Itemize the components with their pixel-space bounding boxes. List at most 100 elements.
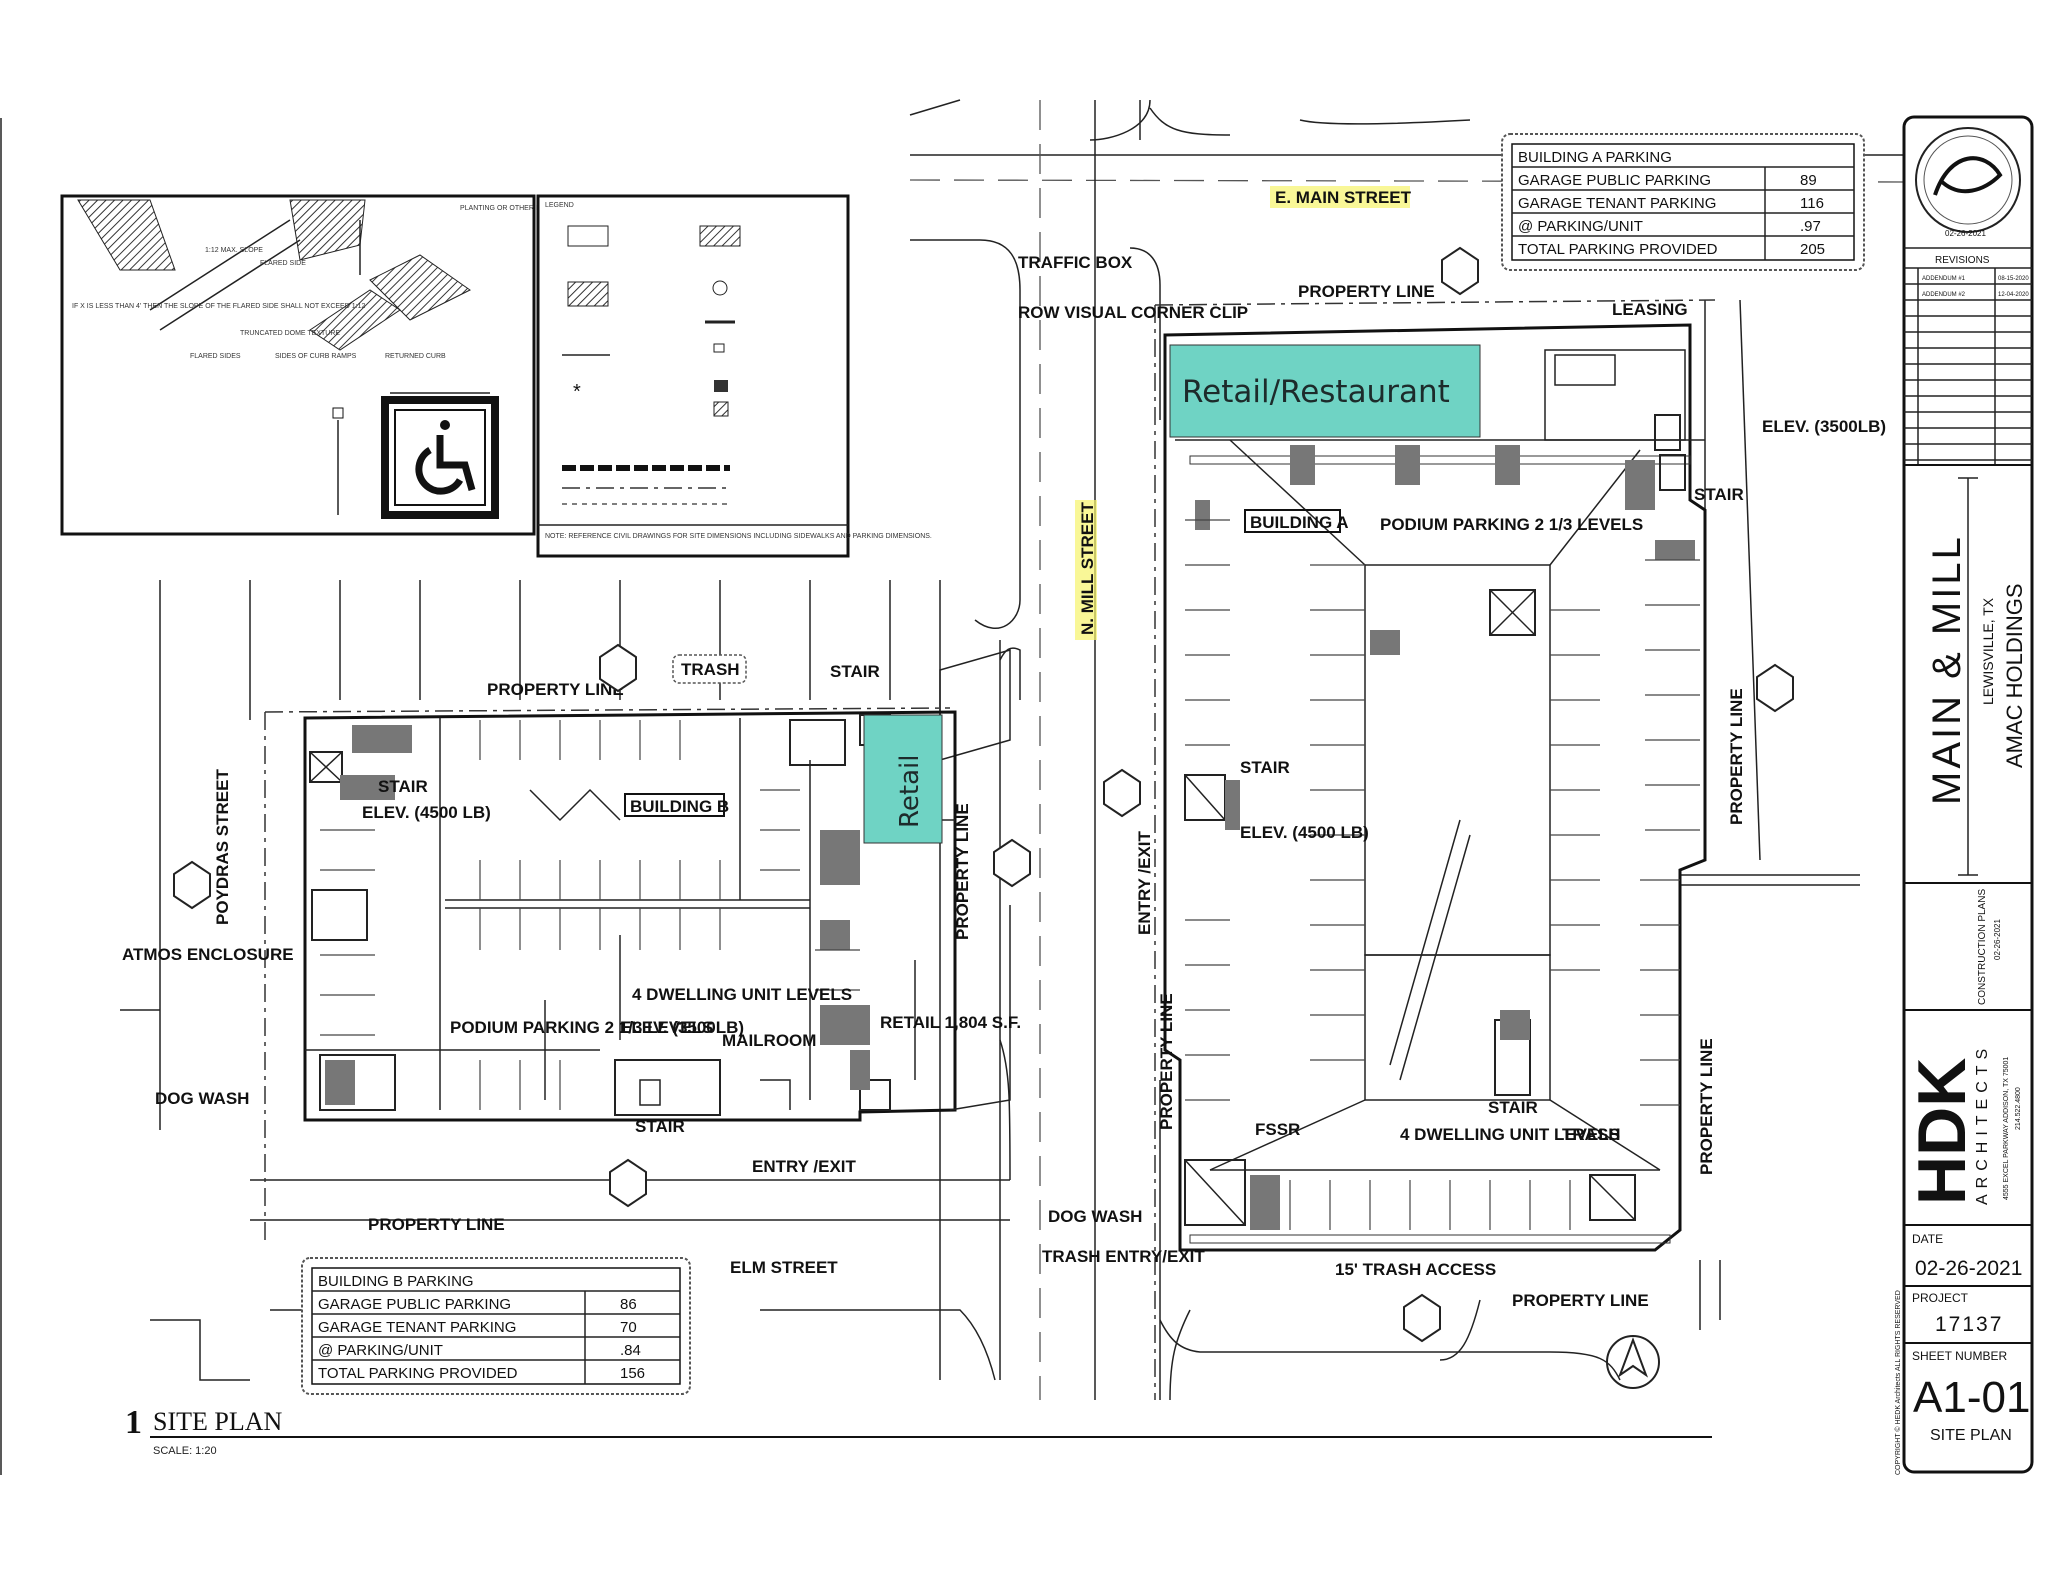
label-building-a: BUILDING A: [1250, 513, 1349, 532]
label-b-entry-exit: ENTRY /EXIT: [752, 1157, 857, 1176]
revisions-label: REVISIONS: [1935, 255, 1990, 266]
sheet-number: A1-01: [1913, 1373, 2030, 1422]
label-a-stair-mid: STAIR: [1240, 758, 1290, 777]
parking-b-row-value: 86: [620, 1296, 637, 1313]
label-b-stair-bottom: STAIR: [635, 1117, 685, 1136]
label-b-dog-wash: DOG WASH: [155, 1089, 249, 1108]
label-mailroom: MAILROOM: [722, 1031, 816, 1050]
label-a-property-line-right: PROPERTY LINE: [1727, 688, 1746, 825]
retail-label: Retail: [895, 755, 925, 828]
parking-a-row-label: GARAGE TENANT PARKING: [1518, 195, 1716, 212]
label-a-podium: PODIUM PARKING 2 1/3 LEVELS: [1380, 515, 1643, 534]
ramp-note-5: TRUNCATED DOME TEXTURE: [240, 330, 340, 337]
revision-date: 12-04-2020: [1998, 292, 2029, 298]
title-block: 02-26-2021 REVISIONS ADDENDUM #1 08-15-2…: [1894, 115, 2034, 1475]
ramp-note-4: IF X IS LESS THAN 4' THEN THE SLOPE OF T…: [72, 303, 365, 310]
label-fssr: FSSR: [1255, 1120, 1300, 1139]
street-elm: ELM STREET: [730, 1258, 838, 1277]
label-row-clip: ROW VISUAL CORNER CLIP: [1018, 303, 1248, 322]
parking-b-row-label: GARAGE PUBLIC PARKING: [318, 1296, 511, 1313]
legend-note: NOTE: REFERENCE CIVIL DRAWINGS FOR SITE …: [545, 533, 932, 540]
project-label: PROJECT: [1912, 1291, 1969, 1305]
firm-address: 4555 EXCEL PARKWAY ADDISON, TX 75001: [2003, 1057, 2010, 1200]
label-a-stair-top: STAIR: [1694, 485, 1744, 504]
label-building-b: BUILDING B: [630, 797, 729, 816]
ramp-caption-a: FLARED SIDES: [190, 353, 241, 360]
label-trash-access: 15' TRASH ACCESS: [1335, 1260, 1496, 1279]
ramp-caption-c: RETURNED CURB: [385, 353, 446, 360]
parking-a-row-value: 116: [1800, 195, 1824, 212]
building-b-parking-table: BUILDING B PARKING GARAGE PUBLIC PARKING…: [301, 1257, 691, 1395]
phase-date: 02-26-2021: [1993, 919, 2002, 960]
parking-b-row-label: TOTAL PARKING PROVIDED: [318, 1365, 518, 1382]
architect-seal-icon: [1915, 127, 2021, 233]
parking-b-title: BUILDING B PARKING: [318, 1273, 474, 1290]
seal-date: 02-26-2021: [1945, 229, 1986, 238]
label-a-dog-wash: DOG WASH: [1048, 1207, 1142, 1226]
building-a-parking-table: BUILDING A PARKING GARAGE PUBLIC PARKING…: [1501, 133, 1865, 271]
ramp-caption-b: SIDES OF CURB RAMPS: [275, 353, 357, 360]
legend-box: LEGEND * NOTE: REFERENCE CIVIL DRAWINGS …: [536, 194, 932, 558]
ramp-note-1: PLANTING OR OTHER NON-WALK: [460, 205, 574, 212]
label-b-property-line-bottom: PROPERTY LINE: [368, 1215, 505, 1234]
ramp-note-2: 1:12 MAX. SLOPE: [205, 247, 263, 254]
label-b-property-line-right: PROPERTY LINE: [953, 803, 972, 940]
label-a-property-line-right2: PROPERTY LINE: [1697, 1038, 1716, 1175]
drawing-scale: SCALE: 1:20: [153, 1445, 217, 1457]
label-a-property-line-left: PROPERTY LINE: [1157, 993, 1176, 1130]
label-retail-sf: RETAIL 1,804 S.F.: [880, 1013, 1021, 1032]
project-phase: CONSTRUCTION PLANS: [1977, 889, 1988, 1005]
label-b-trash: TRASH: [681, 660, 740, 679]
label-a-entry-exit: ENTRY /EXIT: [1135, 830, 1154, 935]
label-leasing: LEASING: [1612, 300, 1688, 319]
legend-title: LEGEND: [545, 202, 574, 209]
parking-b-row-value: 156: [620, 1365, 645, 1382]
parking-b-row-value: .84: [620, 1342, 641, 1359]
parking-a-row-label: GARAGE PUBLIC PARKING: [1518, 172, 1711, 189]
parking-b-row-label: @ PARKING/UNIT: [318, 1342, 443, 1359]
parking-a-title: BUILDING A PARKING: [1518, 149, 1672, 166]
label-b-elev-left: ELEV. (4500 LB): [362, 803, 491, 822]
project-location: LEWISVILLE, TX: [1980, 597, 1996, 705]
label-a-trash: TRASH: [1562, 1125, 1621, 1144]
revision-name: ADDENDUM #2: [1922, 292, 1966, 298]
project-client: AMAC HOLDINGS: [2002, 583, 2027, 768]
project-number: 17137: [1935, 1313, 2003, 1336]
parking-a-row-label: TOTAL PARKING PROVIDED: [1518, 241, 1718, 258]
label-traffic-box: TRAFFIC BOX: [1018, 253, 1133, 272]
wheelchair-icon: [415, 420, 476, 495]
date-label: DATE: [1912, 1232, 1943, 1246]
building-a-parking-stalls: [1185, 519, 1700, 1230]
parking-a-row-value: 89: [1800, 172, 1817, 189]
drawing-title: SITE PLAN: [153, 1407, 283, 1436]
label-a-elev-mid: ELEV. (4500 LB): [1240, 823, 1369, 842]
sheet-number-label: SHEET NUMBER: [1912, 1349, 2007, 1363]
sheet-title: SITE PLAN: [1930, 1427, 2012, 1444]
elevation-tag-icon: [173, 246, 1794, 1343]
revision-name: ADDENDUM #1: [1922, 276, 1966, 282]
label-a-property-line-bottom: PROPERTY LINE: [1512, 1291, 1649, 1310]
label-b-stair-left: STAIR: [378, 777, 428, 796]
firm-phone: 214.522.4800: [2015, 1087, 2022, 1130]
north-arrow-icon: [1606, 1335, 1660, 1389]
label-b-elev-mid: ELEV. (3500LB): [620, 1018, 744, 1037]
retail-highlight: [863, 714, 943, 844]
building-b: [264, 707, 957, 1240]
label-atmos: ATMOS ENCLOSURE: [122, 945, 294, 964]
label-b-dwelling: 4 DWELLING UNIT LEVELS: [632, 985, 852, 1004]
parking-a-row-value: .97: [1800, 218, 1821, 235]
label-b-podium: PODIUM PARKING 2 1/3 LEVELS: [450, 1018, 713, 1037]
street-n-mill: N. MILL STREET: [1078, 502, 1097, 635]
street-poydras: POYDRAS STREET: [213, 769, 232, 925]
svg-text:*: *: [573, 381, 581, 403]
parking-b-row-label: GARAGE TENANT PARKING: [318, 1319, 516, 1336]
firm-logo: HDK: [1904, 1058, 1980, 1205]
copyright-notice: COPYRIGHT © HEDK Architects ALL RIGHTS R…: [1894, 1290, 1902, 1475]
drawing-number: 1: [125, 1404, 142, 1441]
retail-restaurant-label: Retail/Restaurant: [1182, 374, 1450, 410]
ramp-note-3: FLARED SIDE: [260, 260, 306, 267]
sheet-date: 02-26-2021: [1915, 1257, 2022, 1280]
parking-b-row-value: 70: [620, 1319, 637, 1336]
label-a-property-line-top: PROPERTY LINE: [1298, 282, 1435, 301]
parking-a-row-label: @ PARKING/UNIT: [1518, 218, 1643, 235]
